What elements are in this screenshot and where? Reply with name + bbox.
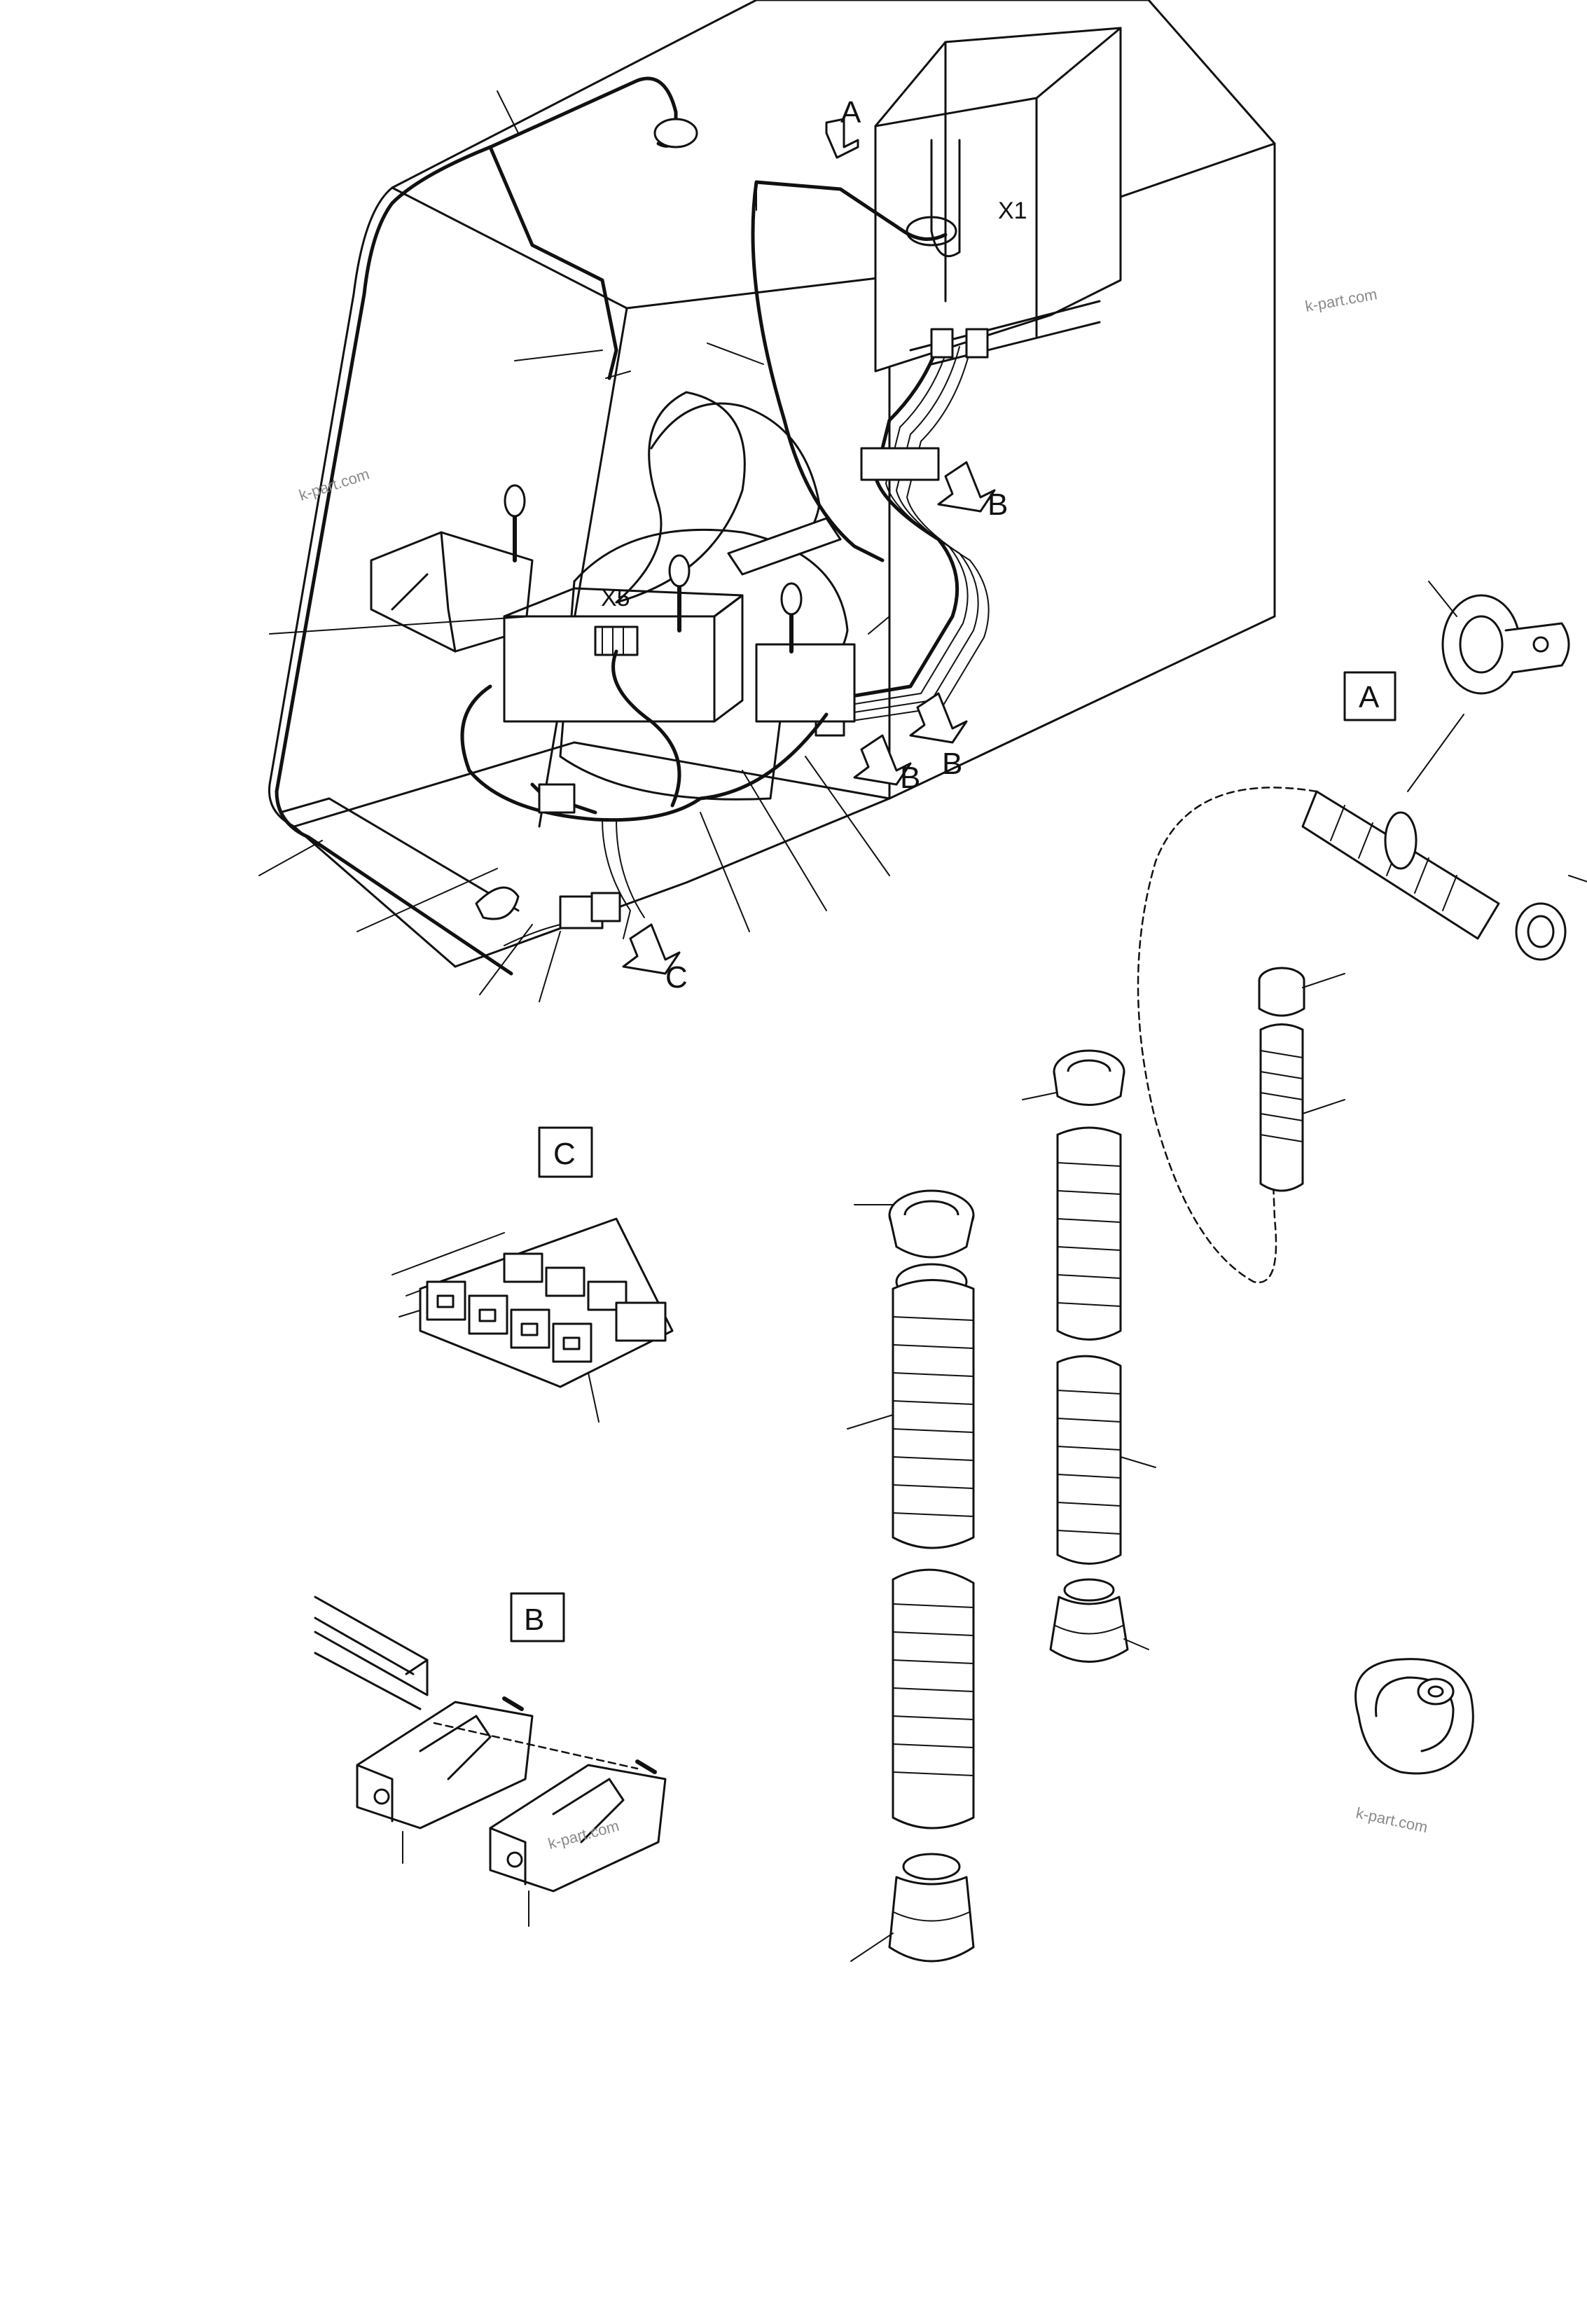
small-sleeve-assembly — [1258, 967, 1345, 1192]
upper-harness — [275, 76, 698, 976]
reference-arrows: A B B B C — [622, 95, 1008, 995]
detail-c-box: C — [538, 1126, 593, 1178]
x5-label: X5 — [601, 585, 630, 611]
floor-harness — [460, 649, 829, 946]
detail-a-cable-clamp — [1428, 581, 1570, 695]
detail-a-dashed-path — [1137, 787, 1318, 1284]
watermark-4: k-part.com — [1354, 1804, 1429, 1836]
leader-lines-cab — [258, 90, 890, 1002]
arrow-label-c: C — [665, 960, 688, 995]
detail-b-channel-rail — [314, 1596, 429, 1710]
arrow-label-a: A — [840, 95, 861, 130]
left-armrest-console — [370, 531, 534, 653]
detail-b-clip-1 — [356, 1696, 534, 1864]
watermark-1: k-part.com — [1304, 285, 1379, 315]
detail-a-spiral-sleeve — [1301, 714, 1587, 961]
arrow-label-b-top: B — [987, 487, 1008, 522]
watermarks: k-part.com k-part.com k-part.com k-part.… — [297, 285, 1429, 1853]
arrow-label-b-mid2: B — [942, 747, 962, 781]
x1-electrical-box: X1 — [874, 27, 1122, 373]
roof-harness-a — [751, 180, 948, 562]
detail-label-a: A — [1359, 680, 1380, 714]
detail-label-b: B — [524, 1603, 544, 1637]
detail-a-box: A — [1343, 671, 1397, 721]
detail-b-box: B — [510, 1592, 565, 1642]
detail-label-c: C — [553, 1137, 576, 1171]
cab-outline — [268, 0, 1276, 968]
arrow-label-b-mid1: B — [900, 761, 920, 795]
hose-clamp — [1354, 1658, 1474, 1775]
large-sleeve-assembly — [847, 1189, 975, 1963]
detail-b-clip-2 — [433, 1722, 667, 1927]
x1-label: X1 — [998, 198, 1027, 224]
detail-c-connector-block — [391, 1217, 674, 1423]
medium-sleeve-assembly — [1022, 1049, 1156, 1663]
control-levers — [503, 484, 856, 723]
